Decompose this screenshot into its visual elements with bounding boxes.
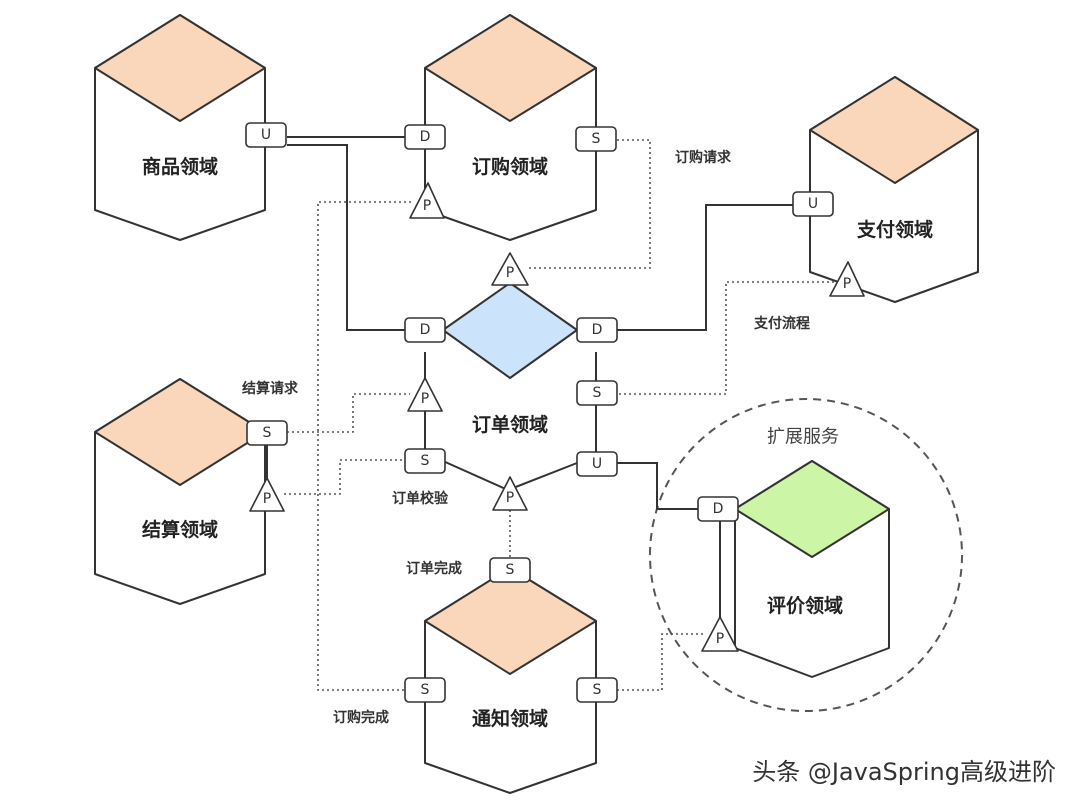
- domain-label: 通知领域: [472, 707, 548, 730]
- svg-text:P: P: [843, 276, 851, 292]
- svg-text:S: S: [421, 682, 430, 698]
- port-order-u: U: [576, 451, 618, 477]
- dotted-order-check: [284, 459, 405, 495]
- extension-boundary: [649, 398, 963, 712]
- svg-text:S: S: [593, 682, 602, 698]
- dotted-connections: [284, 139, 834, 691]
- port-boxes: U D S U D D S S U S D S S S: [245, 122, 834, 703]
- svg-text:D: D: [592, 322, 603, 338]
- domain-label: 商品领域: [142, 155, 218, 178]
- label-settlement-request: 结算请求: [242, 380, 299, 397]
- port-purchase-s: S: [575, 126, 617, 152]
- edge-labels: 订购请求 支付流程 结算请求 订单校验 订单完成 订购完成: [242, 149, 810, 726]
- port-review-d: D: [697, 496, 739, 522]
- label-payment-flow: 支付流程: [753, 315, 810, 332]
- domain-product[interactable]: 商品领域: [94, 14, 266, 241]
- label-purchase-complete: 订购完成: [333, 709, 389, 726]
- link-order-review: [617, 462, 698, 510]
- domain-review[interactable]: 评价领域: [734, 460, 890, 678]
- svg-text:S: S: [506, 562, 515, 578]
- label-order-complete: 订单完成: [406, 560, 462, 577]
- svg-text:S: S: [263, 425, 272, 441]
- domain-notify[interactable]: 通知领域: [424, 567, 597, 794]
- port-payment-p: P: [829, 261, 865, 297]
- link-order-payment: [617, 204, 794, 331]
- port-order-d-left: D: [404, 317, 446, 343]
- domain-label: 评价领域: [767, 594, 843, 617]
- link-product-order: [287, 144, 405, 331]
- port-order-d-right: D: [576, 317, 618, 343]
- port-notify-s-right: S: [576, 677, 618, 703]
- port-review-p: P: [701, 616, 739, 652]
- port-purchase-p: P: [409, 182, 445, 219]
- domain-label: 订购领域: [472, 155, 548, 178]
- extension-label: 扩展服务: [767, 427, 839, 448]
- port-settlement-s: S: [246, 420, 288, 446]
- port-notify-s-left: S: [404, 677, 446, 703]
- svg-text:D: D: [713, 501, 724, 517]
- domain-settlement[interactable]: 结算领域: [94, 378, 266, 605]
- svg-text:P: P: [506, 490, 514, 506]
- watermark: 头条 @JavaSpring高级进阶: [752, 758, 1056, 786]
- domain-label: 结算领域: [142, 518, 218, 541]
- svg-text:U: U: [808, 196, 818, 212]
- svg-text:S: S: [592, 131, 601, 147]
- port-triangles: P P P P P P P: [249, 182, 865, 652]
- svg-text:P: P: [506, 265, 514, 281]
- port-notify-s-top: S: [489, 557, 531, 583]
- port-order-s-right: S: [576, 380, 618, 406]
- svg-text:D: D: [420, 129, 431, 145]
- domain-purchase[interactable]: 订购领域: [424, 14, 597, 241]
- port-settlement-p: P: [249, 477, 285, 512]
- port-order-p-top: P: [491, 252, 529, 286]
- port-order-p-bottom: P: [492, 476, 528, 511]
- svg-text:P: P: [263, 491, 271, 507]
- dotted-review-notify: [617, 633, 705, 691]
- svg-text:D: D: [420, 322, 431, 338]
- port-product-u: U: [245, 122, 287, 148]
- svg-text:U: U: [592, 456, 602, 472]
- domain-payment[interactable]: 支付领域: [809, 76, 979, 303]
- port-purchase-d: D: [404, 124, 446, 150]
- label-order-check: 订单校验: [392, 490, 449, 507]
- svg-text:S: S: [421, 453, 430, 469]
- dotted-purchase-complete: [317, 201, 411, 691]
- label-purchase-request: 订购请求: [675, 149, 732, 166]
- svg-text:P: P: [716, 631, 724, 647]
- svg-text:P: P: [421, 391, 429, 407]
- port-order-s-left: S: [404, 448, 446, 474]
- svg-text:U: U: [261, 127, 271, 143]
- dotted-settlement-request: [287, 393, 410, 433]
- domain-order[interactable]: 订单领域: [442, 282, 578, 436]
- svg-text:P: P: [423, 198, 431, 214]
- dotted-payment-flow: [617, 281, 834, 395]
- domain-label: 订单领域: [472, 413, 548, 436]
- dotted-purchase-request: [528, 139, 651, 269]
- domain-label: 支付领域: [856, 218, 933, 241]
- port-payment-u: U: [792, 191, 834, 217]
- svg-text:S: S: [593, 385, 602, 401]
- port-order-p-left: P: [407, 377, 443, 412]
